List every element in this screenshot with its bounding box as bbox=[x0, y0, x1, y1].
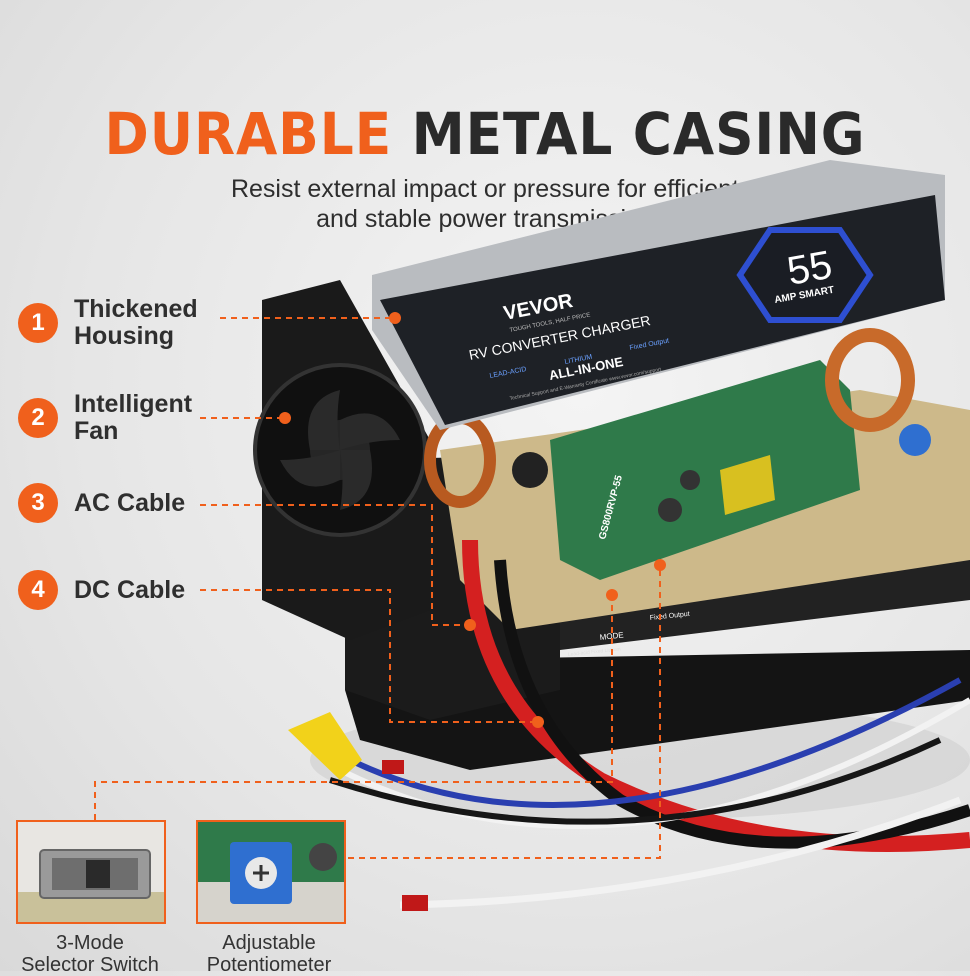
inset-label-line: Adjustable bbox=[222, 932, 316, 954]
terminal-icon bbox=[402, 895, 428, 911]
capacitor bbox=[680, 470, 700, 490]
callout-line: Housing bbox=[74, 322, 174, 350]
callout-number: 2 bbox=[18, 398, 58, 438]
control-board bbox=[550, 360, 860, 580]
transformer bbox=[720, 455, 775, 515]
selector-switch-image bbox=[16, 820, 166, 924]
terminal-icon bbox=[382, 760, 404, 774]
capacitor-blue bbox=[899, 424, 931, 456]
ac-cable-black bbox=[329, 737, 942, 825]
cable-white bbox=[399, 796, 962, 909]
inset-label-line: 3-Mode bbox=[56, 932, 124, 954]
page-title: DURABLE METAL CASING bbox=[39, 100, 931, 168]
selector-switch-label: 3-Mode Selector Switch bbox=[0, 932, 190, 976]
board-mode-options: Lead-acid Fixed Lithium bbox=[568, 646, 621, 658]
callout-thickened-housing: 1 Thickened Housing bbox=[18, 296, 198, 350]
potentiometer-image bbox=[196, 820, 346, 924]
amp-value: 55 bbox=[784, 243, 835, 294]
amp-hexagon-icon bbox=[736, 227, 874, 323]
selector-switch-icon bbox=[18, 849, 164, 922]
callout-label: Intelligent Fan bbox=[74, 391, 192, 445]
inset-label-line: Potentiometer bbox=[206, 954, 332, 976]
copper-coil bbox=[825, 328, 915, 432]
callout-label: DC Cable bbox=[74, 575, 186, 604]
title-rest: METAL CASING bbox=[411, 100, 866, 168]
potentiometer-label: Adjustable Potentiometer bbox=[169, 932, 369, 976]
potentiometer-icon bbox=[198, 822, 344, 922]
capacitor bbox=[658, 498, 682, 522]
callout-ac-cable: 3 AC Cable bbox=[18, 483, 185, 523]
callout-line: Intelligent bbox=[74, 390, 193, 418]
fan-icon bbox=[253, 280, 430, 640]
callout-label: Thickened Housing bbox=[74, 296, 198, 350]
capacitor bbox=[512, 452, 548, 488]
callout-dots bbox=[279, 312, 666, 728]
callout-label: AC Cable bbox=[74, 488, 186, 517]
board-fixed-label: Fixed Output bbox=[649, 611, 690, 622]
subtitle-line-1: Resist external impact or pressure for e… bbox=[230, 175, 740, 203]
wire-nut-icon bbox=[288, 712, 362, 780]
callout-lines bbox=[94, 317, 661, 859]
callout-number: 3 bbox=[18, 483, 58, 523]
inset-label-line: Selector Switch bbox=[21, 954, 159, 976]
callout-intelligent-fan: 2 Intelligent Fan bbox=[18, 391, 192, 445]
callout-line: Fan bbox=[74, 417, 119, 445]
board-mode-label: MODE bbox=[599, 631, 624, 642]
callout-dc-cable: 4 DC Cable bbox=[18, 570, 185, 610]
callout-number: 4 bbox=[18, 570, 58, 610]
callout-number: 1 bbox=[18, 303, 58, 343]
callout-line: Thickened bbox=[74, 295, 198, 323]
title-accent: DURABLE bbox=[104, 100, 393, 168]
ac-cable-blue bbox=[348, 677, 962, 808]
